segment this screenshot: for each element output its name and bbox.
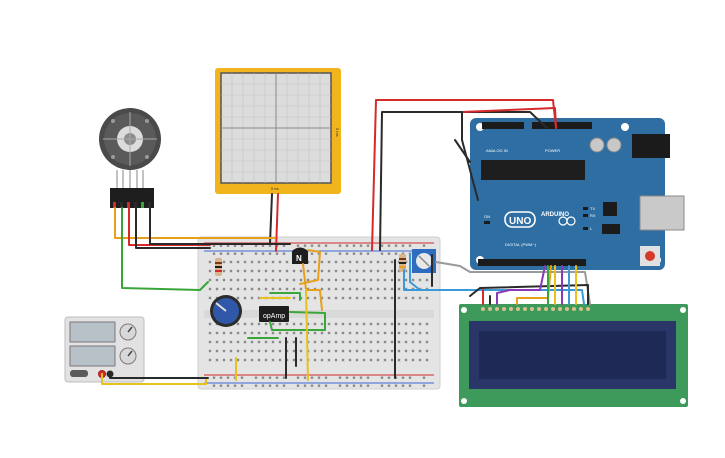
power-header-label: POWER [545,148,560,153]
wires[interactable] [101,99,591,385]
tx-label: TX [590,206,595,211]
l-led-label: L [590,226,593,231]
oscilloscope-bottom-label: 5 ms [271,187,279,191]
power-supply-icon[interactable] [64,316,145,383]
reset-button[interactable] [645,251,655,261]
lcd-screen [479,331,666,379]
usb-port-icon [639,195,685,231]
opamp-label: opAmp [263,313,285,320]
analog-header[interactable] [482,122,524,129]
power-header[interactable] [532,122,592,129]
digital-header[interactable] [478,259,586,266]
potentiometer-icon[interactable] [210,295,242,327]
dc-jack [632,134,670,158]
analog-header-label: ANALOG IN [486,148,508,153]
on-led-label: ON [484,214,490,219]
oscilloscope[interactable]: 5 ms 5 ms [215,68,341,194]
opamp-chip[interactable]: opAmp [259,306,289,322]
arduino-brand-label: ARDUINO [541,212,569,218]
arduino-board[interactable]: UNO ARDUINO ANALOG IN POWER DIGITAL (PWM… [470,118,685,270]
resistor-left[interactable] [215,258,222,276]
atmega-chip [481,160,585,180]
breadboard-holes [208,244,429,387]
digital-header-label: DIGITAL (PWM~) [505,242,537,247]
resistor-right[interactable] [399,254,406,272]
arduino-model-label: UNO [509,216,531,227]
rx-label: RX [590,213,596,218]
motor-encoder-icon[interactable] [99,108,161,208]
oscilloscope-side-label: 5 ms [335,128,340,137]
transistor[interactable]: N [292,247,308,265]
lcd-display[interactable] [459,304,688,407]
transistor-label: N [296,254,302,263]
lcd-pin-header [481,307,590,311]
